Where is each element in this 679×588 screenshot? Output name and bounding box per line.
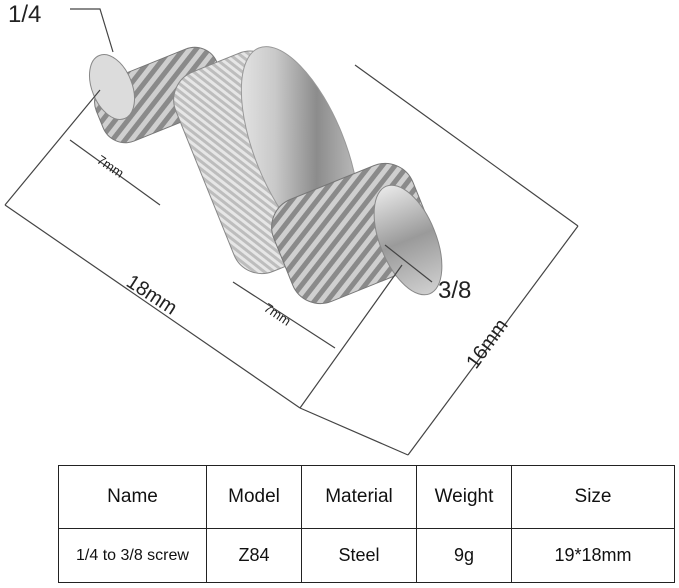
header-material: Material: [301, 465, 417, 529]
total-length-label: 18mm: [122, 271, 181, 320]
small-thread-label: 1/4: [8, 1, 41, 28]
header-model: Model: [206, 465, 302, 529]
spec-table-value-row: 1/4 to 3/8 screw Z84 Steel 9g 19*18mm: [58, 528, 675, 583]
spec-table: Name Model Material Weight Size 1/4 to 3…: [58, 465, 675, 583]
small-thread-part: [89, 46, 226, 144]
head-diameter-label: 16mm: [462, 315, 512, 373]
dimension-lines: [4, 8, 579, 456]
screw-adapter-diagram: 1/4 3/8 7mm 7mm 18mm 16mm: [4, 1, 579, 456]
value-material: Steel: [301, 528, 417, 583]
header-size: Size: [511, 465, 675, 529]
value-name: 1/4 to 3/8 screw: [58, 528, 207, 583]
thread-length-left-label: 7mm: [94, 152, 126, 181]
large-thread-part: [271, 162, 443, 305]
thread-length-right-label: 7mm: [261, 300, 293, 329]
value-model: Z84: [206, 528, 302, 583]
header-name: Name: [58, 465, 207, 529]
header-weight: Weight: [416, 465, 512, 529]
value-size: 19*18mm: [511, 528, 675, 583]
value-weight: 9g: [416, 528, 512, 583]
spec-table-header-row: Name Model Material Weight Size: [58, 465, 675, 529]
large-thread-label: 3/8: [438, 277, 471, 304]
